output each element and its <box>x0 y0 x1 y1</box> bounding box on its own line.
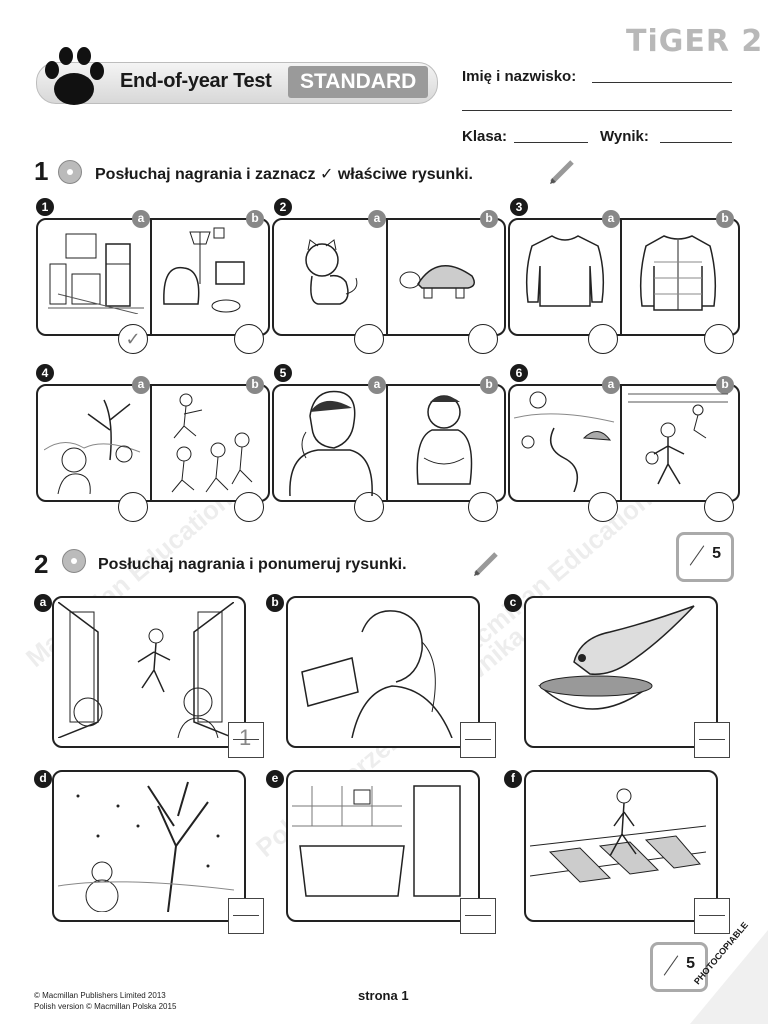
ex2-letter-a: a <box>34 594 52 612</box>
ex1-item-5-b-checkbox[interactable] <box>468 492 498 522</box>
copyright-line-1: © Macmillan Publishers Limited 2013 <box>34 991 166 1000</box>
ex1-item-6-a-checkbox[interactable] <box>588 492 618 522</box>
ex2-letter-c: c <box>504 594 522 612</box>
living-room-drawing <box>163 227 245 313</box>
pencil-icon <box>474 552 498 576</box>
exercise-1-instruction: Posłuchaj nagrania i zaznacz ✓ właściwe … <box>95 166 473 183</box>
name-label: Imię i nazwisko: <box>462 68 577 85</box>
score-label: Wynik: <box>600 128 649 145</box>
ex1-item-3-a-checkbox[interactable] <box>588 324 618 354</box>
pencil-icon <box>550 160 574 184</box>
exercise-2-number: 2 <box>34 549 49 579</box>
ex2-picture-c <box>524 596 718 748</box>
skating-drawing <box>628 393 728 485</box>
ex1-item-1-a-checkbox[interactable]: ✓ <box>118 324 148 354</box>
ex1-item-2-number: 2 <box>274 198 292 216</box>
jacket-drawing <box>639 235 717 311</box>
score-line[interactable] <box>660 142 732 143</box>
ex1-item-1-b-label: b <box>246 210 264 228</box>
ex1-item-6-b-label: b <box>716 376 734 394</box>
level-badge: STANDARD <box>288 66 429 98</box>
ex2-picture-d <box>52 770 246 922</box>
ex1-item-2-b-checkbox[interactable] <box>468 324 498 354</box>
ex1-item-2-b-label: b <box>480 210 498 228</box>
ex1-item-5-a-label: a <box>368 376 386 394</box>
ex1-item-3-divider <box>620 218 622 334</box>
exercise-1-number: 1 <box>34 156 49 186</box>
beach-drawing <box>514 391 615 492</box>
ex1-item-2-a-checkbox[interactable] <box>354 324 384 354</box>
ex1-item-5-divider <box>386 384 388 500</box>
ex2-letter-d: d <box>34 770 52 788</box>
ex1-item-5-panel <box>272 384 506 502</box>
ex1-item-2-divider <box>386 218 388 334</box>
name-line[interactable] <box>592 82 732 83</box>
girl-drinking-drawing <box>301 610 453 738</box>
ex1-item-6-a-label: a <box>602 376 620 394</box>
ex1-item-4-b-checkbox[interactable] <box>234 492 264 522</box>
ex1-item-3-b-label: b <box>716 210 734 228</box>
ex2-letter-e: e <box>266 770 284 788</box>
school-corridor-drawing <box>58 602 234 738</box>
zebra-crossing-drawing <box>530 788 706 883</box>
ex1-item-4-b-label: b <box>246 376 264 394</box>
ex2-answer-box-a[interactable]: 1 <box>228 722 264 758</box>
ex2-answer-box-c[interactable] <box>694 722 730 758</box>
tortoise-drawing <box>399 264 475 299</box>
ex1-item-4-divider <box>150 384 152 500</box>
ex1-score-box[interactable]: 5 <box>676 532 734 582</box>
page-number: strona 1 <box>358 988 409 1003</box>
ex1-item-6-b-checkbox[interactable] <box>704 492 734 522</box>
ex1-item-4-a-checkbox[interactable] <box>118 492 148 522</box>
class-label: Klasa: <box>462 128 508 145</box>
ex2-answer-box-f[interactable] <box>694 898 730 934</box>
ex1-item-5-a-checkbox[interactable] <box>354 492 384 522</box>
stomach-ache-boy-drawing <box>416 395 473 485</box>
ex2-letter-b: b <box>266 594 284 612</box>
ex2-picture-b <box>286 596 480 748</box>
ex1-item-1-number: 1 <box>36 198 54 216</box>
ex1-score-max: 5 <box>712 545 721 562</box>
ex1-item-4-a-label: a <box>132 376 150 394</box>
tiger-logo: TiGER 2 <box>626 24 764 59</box>
ex1-item-1-panel <box>36 218 270 336</box>
cd-icon <box>62 549 86 573</box>
ex2-answer-box-b[interactable] <box>460 722 496 758</box>
exercise-2-instruction: Posłuchaj nagrania i ponumeruj rysunki. <box>98 556 407 573</box>
bathroom-drawing <box>292 785 461 897</box>
ex2-answer-box-d[interactable] <box>228 898 264 934</box>
copyright-line-2: Polish version © Macmillan Polska 2015 <box>34 1002 177 1011</box>
ex1-item-6-divider <box>620 384 622 500</box>
ex2-answer-a: 1 <box>239 725 252 750</box>
photocopiable-corner <box>690 930 768 1024</box>
ex1-item-4-panel <box>36 384 270 502</box>
test-title: End-of-year Test <box>120 70 272 92</box>
ex2-letter-f: f <box>504 770 522 788</box>
parrot-eating-drawing <box>538 605 695 710</box>
paw-icon <box>45 47 104 105</box>
name-line-2[interactable] <box>462 110 732 111</box>
ex1-item-4-number: 4 <box>36 364 54 382</box>
cat-drawing <box>305 239 358 305</box>
ex1-item-6-number: 6 <box>510 364 528 382</box>
ex1-item-3-b-checkbox[interactable] <box>704 324 734 354</box>
ex2-answer-box-e[interactable] <box>460 898 496 934</box>
ex1-item-2-a-label: a <box>368 210 386 228</box>
ex1-item-1-divider <box>150 218 152 334</box>
toothache-man-drawing <box>289 390 373 496</box>
ex1-item-1-b-checkbox[interactable] <box>234 324 264 354</box>
class-line[interactable] <box>514 142 588 143</box>
jumper-drawing <box>525 235 605 307</box>
ex1-item-3-a-label: a <box>602 210 620 228</box>
ex1-item-5-number: 5 <box>274 364 292 382</box>
cd-icon <box>58 160 82 184</box>
ex1-item-1-a-label: a <box>132 210 150 228</box>
snowy-tree-drawing <box>58 781 234 912</box>
hide-and-seek-drawing <box>44 399 141 494</box>
kitchen-drawing <box>48 233 144 314</box>
ex1-item-3-number: 3 <box>510 198 528 216</box>
ex1-item-5-b-label: b <box>480 376 498 394</box>
running-children-drawing <box>171 393 253 493</box>
ex1-item-6-panel <box>508 384 740 502</box>
